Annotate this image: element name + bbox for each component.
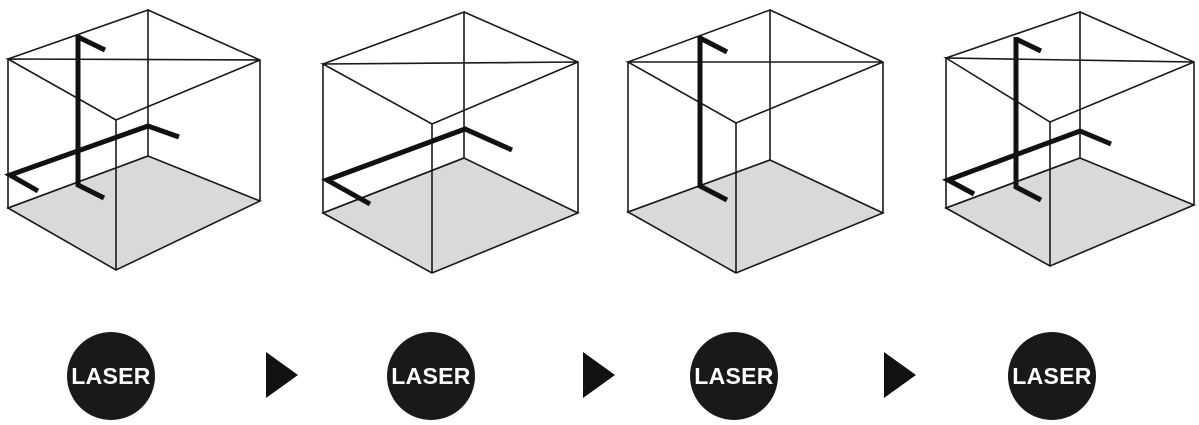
laser-button-step-1[interactable]: LASER — [67, 332, 155, 420]
cube-step-1 — [4, 8, 262, 271]
cube-4-front-face — [943, 57, 1195, 123]
cube-2-horizontal-laser-line — [321, 126, 514, 207]
cube-2-back-walls — [322, 10, 465, 215]
cube-1-front-face — [4, 58, 261, 121]
cube-1-back-walls — [7, 8, 149, 210]
cube-step-3 — [624, 8, 885, 274]
play-triangle-icon — [884, 352, 916, 398]
cube-1-vertical-laser-top — [76, 34, 107, 53]
cube-3-back-walls — [627, 8, 771, 214]
cube-3-vertical-laser-top — [698, 35, 729, 55]
cube-step-2 — [319, 10, 580, 274]
cube-4-vertical-laser-top — [1014, 36, 1043, 54]
cube-1-floor — [6, 155, 262, 271]
cube-1-vertical-laser-line — [75, 35, 106, 201]
cube-3-floor — [626, 159, 885, 274]
cube-4-horizontal-laser-line — [941, 128, 1112, 197]
play-triangle-icon — [583, 352, 615, 398]
laser-button-step-2[interactable]: LASER — [387, 332, 475, 420]
play-triangle-icon — [266, 352, 298, 398]
cube-4-back-walls — [945, 10, 1081, 210]
cube-2-floor — [321, 157, 580, 274]
cube-step-4 — [941, 10, 1197, 267]
laser-button-step-4[interactable]: LASER — [1008, 332, 1096, 420]
laser-button-step-3[interactable]: LASER — [690, 332, 778, 420]
cube-1-horizontal-laser-line — [4, 123, 180, 194]
cube-4-floor — [944, 157, 1197, 267]
cube-3-front-face — [624, 61, 884, 124]
cube-2-front-face — [319, 61, 579, 125]
cube-4-vertical-laser-line — [1013, 37, 1043, 203]
cube-3-vertical-laser-line — [697, 36, 729, 203]
